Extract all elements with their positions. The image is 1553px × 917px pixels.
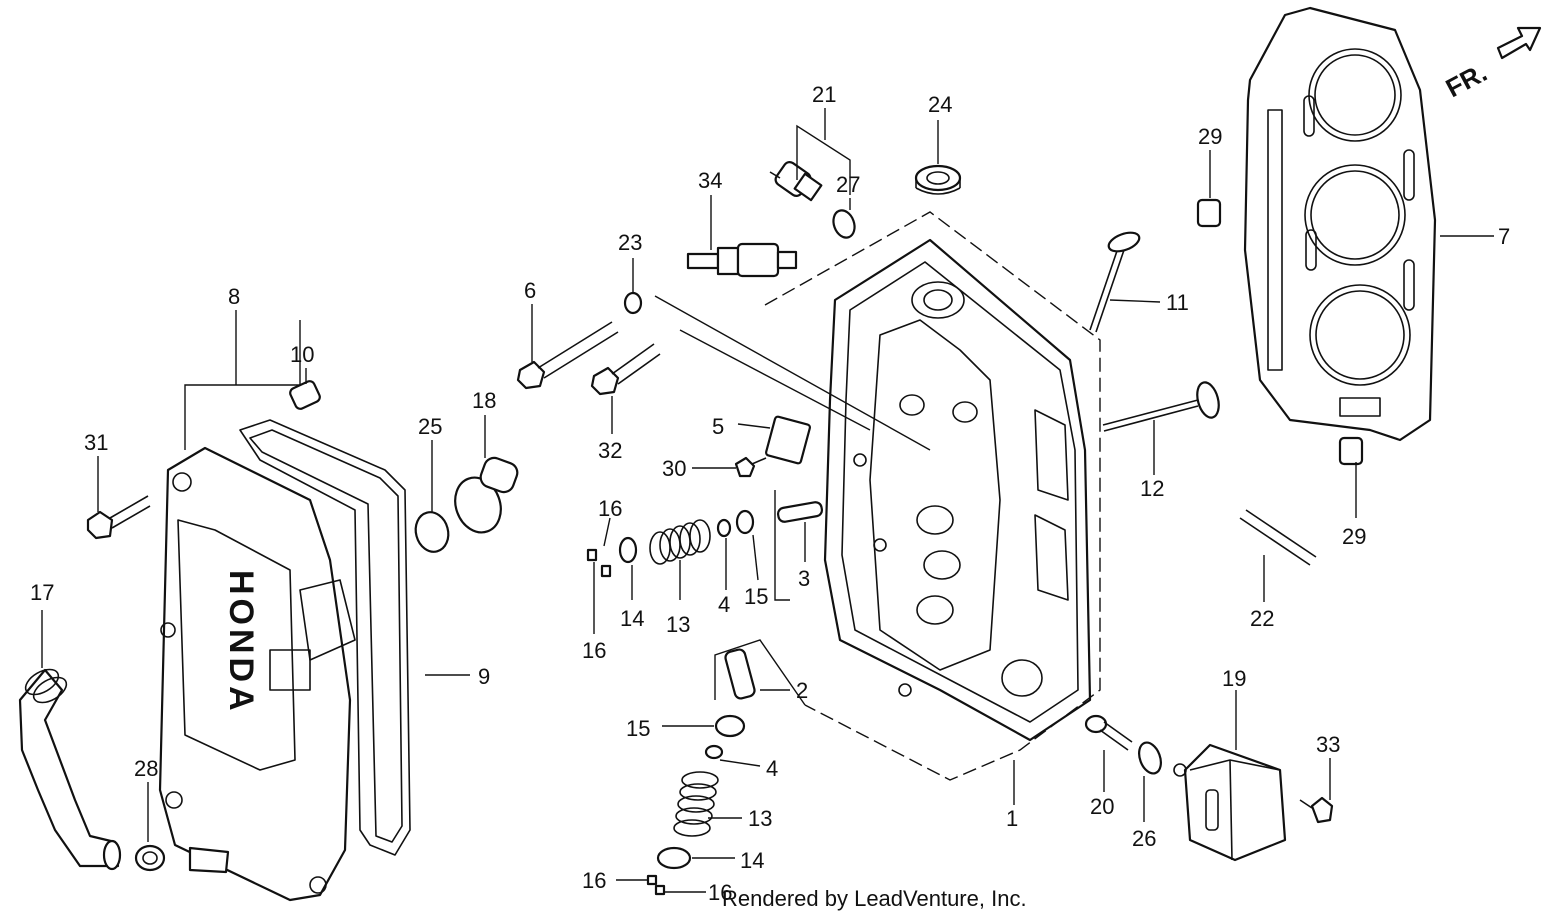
cover-bolt	[86, 495, 151, 540]
callout-7: 7	[1498, 224, 1510, 249]
callout-20: 20	[1090, 794, 1114, 819]
valve-guide	[724, 648, 756, 700]
pump-mount-bolt	[1084, 714, 1133, 751]
sealing-washer	[623, 291, 643, 315]
callout-13b: 13	[748, 806, 772, 831]
callout-30: 30	[662, 456, 686, 481]
gasket-dowel-upper	[1196, 198, 1222, 228]
callout-33: 33	[1316, 732, 1340, 757]
callout-15b: 15	[626, 716, 650, 741]
spring-seat-upper	[716, 518, 732, 538]
callout-27: 27	[836, 172, 860, 197]
callout-10: 10	[290, 342, 314, 367]
callout-17: 17	[30, 580, 54, 605]
callout-4a: 4	[718, 592, 730, 617]
cap-o-ring	[414, 511, 450, 553]
render-credit: Rendered by LeadVenture, Inc.	[722, 886, 1027, 911]
head-bolt-long	[516, 321, 619, 390]
callout-14b: 14	[740, 848, 764, 873]
cylinder-head-cover: HONDA	[158, 446, 356, 902]
callout-11: 11	[1166, 290, 1189, 315]
hose-clamp	[134, 844, 166, 872]
dowel-pin	[776, 501, 824, 523]
callout-21: 21	[812, 82, 836, 107]
oil-seal	[914, 164, 962, 195]
callout-28: 28	[134, 756, 158, 781]
callout-9: 9	[478, 664, 490, 689]
callout-1: 1	[1006, 806, 1018, 831]
valve-stem-seal-upper	[735, 509, 755, 535]
gasket-dowel-lower	[1338, 436, 1364, 466]
front-direction-label: FR.	[1441, 57, 1492, 103]
valve-cotter-d	[654, 884, 666, 896]
callout-4b: 4	[766, 756, 778, 781]
callout-16a: 16	[598, 496, 622, 521]
breather-hose	[18, 668, 122, 871]
callout-29a: 29	[1198, 124, 1222, 149]
pump-washer	[1138, 741, 1162, 775]
switch-o-ring	[832, 209, 856, 239]
callout-25: 25	[418, 414, 442, 439]
callout-15a: 15	[744, 584, 768, 609]
head-bolt-short	[590, 343, 661, 396]
head-assembly-boundary	[764, 211, 1101, 781]
callout-13a: 13	[666, 612, 690, 637]
callout-8: 8	[228, 284, 240, 309]
spark-plug	[686, 242, 798, 278]
cylinder-head-gasket	[1243, 6, 1437, 442]
oil-filler-cap	[454, 456, 519, 534]
callout-32: 32	[598, 438, 622, 463]
callout-2: 2	[796, 678, 808, 703]
callout-3: 3	[798, 566, 810, 591]
pump-bolt	[1299, 796, 1334, 824]
callout-34: 34	[698, 168, 722, 193]
callout-23: 23	[618, 230, 642, 255]
cover-brand-mark: HONDA	[222, 570, 260, 715]
cover-dowel	[289, 380, 321, 410]
intake-valve	[1089, 231, 1141, 333]
callout-16b: 16	[582, 638, 606, 663]
valve-cotter-a	[586, 548, 598, 562]
spring-retainer-lower	[656, 846, 692, 870]
cover-plate	[765, 415, 811, 465]
callout-12: 12	[1140, 476, 1164, 501]
callout-24: 24	[928, 92, 952, 117]
front-direction-arrow: FR.	[1441, 26, 1542, 103]
callout-31: 31	[84, 430, 108, 455]
stud-bolt	[1239, 509, 1317, 566]
valve-spring-lower	[673, 771, 719, 837]
callout-5: 5	[712, 414, 724, 439]
cover-breather-nipple	[188, 846, 230, 874]
head-cover-gasket	[239, 419, 411, 856]
callout-26: 26	[1132, 826, 1156, 851]
callout-29b: 29	[1342, 524, 1366, 549]
callout-labels: 1 2 3 4 4 5 6 7 8 9 10 11 12 13 13 14 14…	[30, 82, 1510, 905]
oil-pressure-switch	[769, 161, 823, 202]
valve-cotter-b	[600, 564, 612, 578]
leader-lines	[41, 108, 1494, 893]
callout-6: 6	[524, 278, 536, 303]
cylinder-head	[823, 238, 1092, 742]
callout-16d: 16	[708, 880, 732, 905]
exhaust-valve	[1102, 381, 1220, 432]
fuel-pump	[1173, 743, 1287, 862]
spring-retainer-upper	[618, 536, 638, 564]
callout-16c: 16	[582, 868, 606, 893]
callout-14a: 14	[620, 606, 644, 631]
valve-cotter-c	[646, 874, 658, 886]
callout-19: 19	[1222, 666, 1246, 691]
spring-seat-lower	[704, 744, 724, 760]
valve-stem-seal-lower	[714, 714, 746, 738]
valve-spring-upper	[649, 519, 711, 565]
callout-18: 18	[472, 388, 496, 413]
plate-bolt	[734, 456, 767, 478]
callout-22: 22	[1250, 606, 1274, 631]
